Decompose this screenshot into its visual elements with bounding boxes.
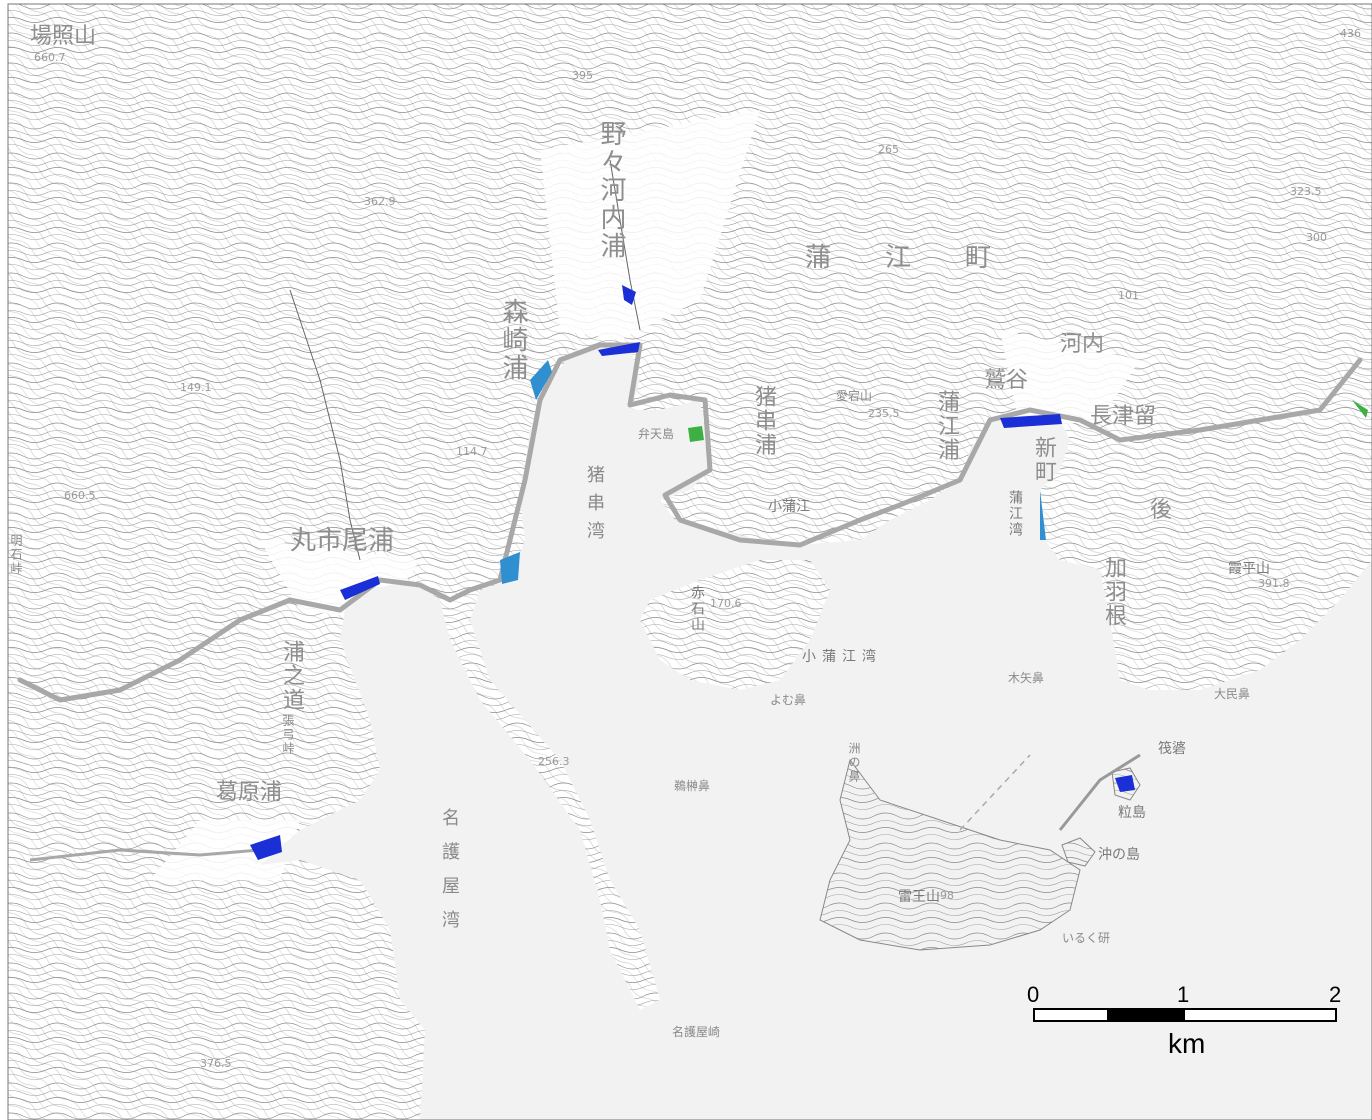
label-okinoshima: 沖の島 [1098, 847, 1140, 863]
spot-elevation: 660.5 [64, 489, 96, 502]
spot-elevation: 395 [572, 69, 593, 82]
spot-elevation: 300 [1306, 231, 1327, 244]
river [289, 289, 361, 561]
okinoshima-island [1061, 837, 1096, 867]
label-inokushi-bay: 猪串湾 [584, 465, 605, 549]
valley-flat [1000, 330, 1140, 430]
label-iruku-reef: いるく研 [1062, 931, 1111, 945]
inundation-zone [1000, 414, 1062, 428]
label-morisaki-ura: 森崎浦 [498, 298, 528, 382]
label-tsubu-island: 粒島 [1118, 805, 1146, 821]
label-kamae-ura: 蒲江浦 [934, 390, 959, 462]
label-mountain-raio: 雷王山 [898, 889, 940, 905]
label-kuzuhara-ura: 葛原浦 [216, 780, 283, 805]
label-sakaki-cape: 鵜榊鼻 [674, 779, 711, 793]
breakwater [1058, 753, 1141, 831]
sea-area [260, 345, 1372, 1120]
label-mountain-kasumihira: 霞平山 [1228, 561, 1270, 577]
label-okamae-bay: 小蒲江湾 [802, 649, 882, 665]
elev-atago: 235.5 [868, 407, 900, 420]
scale-bar: 0 1 2 km [1025, 982, 1345, 1059]
spot-elevation: 114.7 [456, 445, 488, 458]
inundation-zone [598, 342, 640, 356]
label-mountain-bashoyama: 場照山 [30, 24, 97, 49]
label-benten-island: 弁天島 [638, 427, 675, 441]
inundation-zone [622, 285, 636, 305]
scale-tick-2: 2 [1329, 982, 1342, 1007]
elev-akaishi: 170.6 [710, 597, 742, 610]
inland-road [29, 848, 261, 862]
inundation-zone [688, 426, 704, 442]
label-yomu-cape: よむ鼻 [770, 693, 807, 707]
label-mountain-atago: 愛宕山 [836, 389, 873, 403]
inundation-zone [1040, 490, 1046, 540]
label-nonokouchi-ura: 野々河内浦 [596, 120, 626, 260]
elev-bashoyama: 660.7 [34, 51, 66, 64]
river [609, 159, 641, 331]
valley-flat [150, 820, 300, 880]
label-sunonohana-cape: 洲の鼻 [847, 742, 861, 784]
inundation-zone [1352, 400, 1368, 418]
scale-tick-1: 1 [1177, 982, 1190, 1007]
label-omin-cape: 大民鼻 [1214, 687, 1251, 701]
scale-tick-0: 0 [1027, 982, 1040, 1007]
scale-unit: km [1168, 1028, 1206, 1059]
label-uranomichi: 浦之道 [279, 640, 304, 712]
label-shinmachi: 新町 [1031, 436, 1056, 484]
label-okamae: 小蒲江 [768, 499, 810, 515]
spot-elevation: 376.5 [200, 1057, 232, 1070]
spot-elevation: 256.3 [538, 755, 570, 768]
label-kawachi: 河内 [1060, 332, 1105, 357]
label-myoga-pass: 明石峠 [9, 534, 23, 576]
map-frame [7, 3, 1372, 1120]
spot-elevation: 149.1 [180, 381, 212, 394]
spot-elevation: 101 [1118, 289, 1139, 302]
elev-raio: 98 [940, 889, 954, 902]
inundation-zone [530, 360, 552, 400]
scale-segment [1033, 1008, 1109, 1022]
yakata-island [819, 758, 1081, 951]
label-inokushi-ura: 猪串浦 [751, 385, 776, 457]
inundation-zone [1115, 775, 1135, 792]
label-nagoya-bay: 名護屋湾 [439, 808, 460, 944]
spot-elevation: 436 [1340, 27, 1361, 40]
scale-segment [1107, 1008, 1185, 1022]
valley-flat [540, 110, 760, 340]
label-mountain-akaishi: 赤石山 [689, 585, 705, 633]
label-kamae-bay: 蒲江湾 [1007, 490, 1023, 538]
label-nagoya-cape: 名護屋崎 [672, 1025, 721, 1039]
inundation-zone [340, 576, 380, 600]
label-kiya-cape: 木矢鼻 [1008, 671, 1045, 685]
label-kamae-town: 蒲江町 [805, 243, 1046, 273]
label-ushiro: 後 [1150, 498, 1173, 523]
spot-elevation: 362.9 [364, 195, 396, 208]
label-iseki: 筏碆 [1158, 741, 1186, 757]
label-nagatsuru: 長津留 [1090, 404, 1157, 429]
inundation-zone [500, 552, 520, 584]
label-kabane: 加羽根 [1101, 556, 1126, 628]
label-yumihari-pass: 張弓峠 [281, 714, 295, 756]
elev-kasumihira: 391.8 [1258, 577, 1290, 590]
label-washitani: 鷲谷 [984, 368, 1029, 393]
scale-segment [1183, 1008, 1337, 1022]
spot-elevation: 265 [878, 143, 899, 156]
label-maruichio-ura: 丸市尾浦 [290, 526, 395, 556]
coastal-road [17, 342, 1363, 703]
inundation-zone [250, 835, 282, 860]
spot-elevation: 323.5 [1290, 185, 1322, 198]
